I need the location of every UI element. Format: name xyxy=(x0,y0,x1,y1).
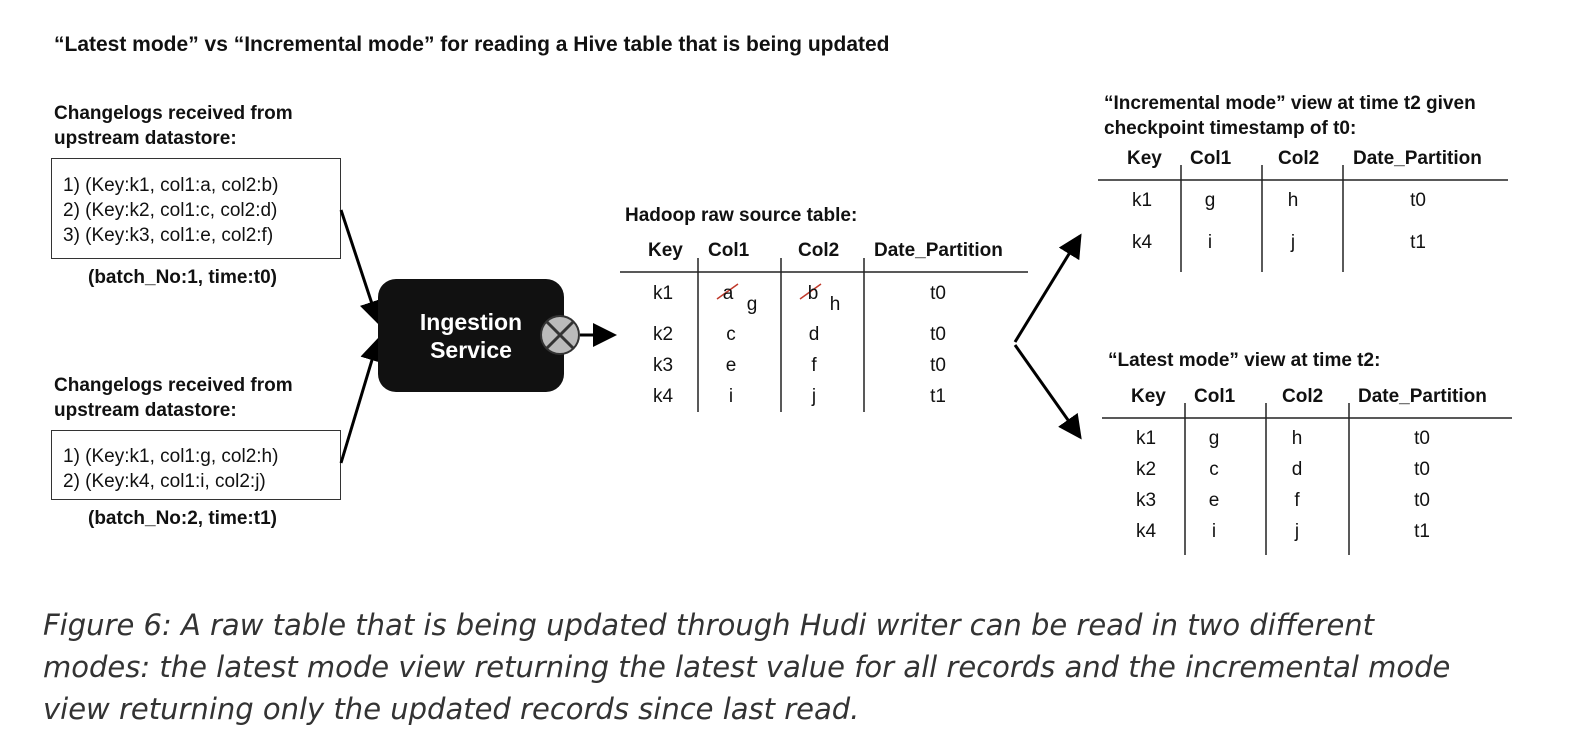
changelog2-batch: (batch_No:2, time:t1) xyxy=(88,508,277,529)
raw-cell-key: k3 xyxy=(652,355,674,376)
inc-header-col1: Col1 xyxy=(1190,148,1232,169)
latest-cell-col2: j xyxy=(1294,521,1300,542)
ingestion-service-box xyxy=(378,279,564,392)
incremental-title-line1: “Incremental mode” view at time t2 given xyxy=(1104,93,1476,114)
changelog1-heading: Changelogs received from upstream datast… xyxy=(54,101,293,151)
latest-cell-date: t0 xyxy=(1414,459,1430,480)
strike-col2-old xyxy=(799,283,822,300)
incremental-view-title: “Incremental mode” view at time t2 given… xyxy=(1104,91,1476,141)
diagram-title: “Latest mode” vs “Incremental mode” for … xyxy=(54,33,890,56)
raw-cell-col1-old: a xyxy=(722,283,734,304)
raw-cell-col2: f xyxy=(811,355,817,376)
latest-cell-date: t1 xyxy=(1414,521,1430,542)
raw-header-col1: Col1 xyxy=(708,240,750,261)
latest-cell-col1: i xyxy=(1211,521,1217,542)
latest-cell-key: k1 xyxy=(1135,428,1157,449)
incremental-title-line2: checkpoint timestamp of t0: xyxy=(1104,118,1357,139)
latest-header-key: Key xyxy=(1131,386,1166,407)
raw-cell-date: t1 xyxy=(930,386,946,407)
raw-cell-date: t0 xyxy=(930,283,946,304)
latest-cell-col2: f xyxy=(1294,490,1300,511)
raw-header-col2: Col2 xyxy=(798,240,840,261)
inc-cell-col1: i xyxy=(1207,232,1213,253)
arrow-raw-to-incremental xyxy=(1013,233,1082,343)
inc-cell-key: k1 xyxy=(1131,190,1153,211)
changelog1-batch: (batch_No:1, time:t0) xyxy=(88,267,277,288)
latest-header-date: Date_Partition xyxy=(1358,386,1487,407)
latest-cell-date: t0 xyxy=(1414,428,1430,449)
latest-cell-date: t0 xyxy=(1414,490,1430,511)
inc-cell-col2: j xyxy=(1290,232,1296,253)
latest-cell-key: k2 xyxy=(1135,459,1157,480)
arrow-batch2-to-service xyxy=(339,337,384,464)
arrow-raw-to-latest xyxy=(1013,344,1082,440)
caption-line1: Figure 6: A raw table that is being upda… xyxy=(43,608,1375,642)
inc-header-date: Date_Partition xyxy=(1353,148,1482,169)
changelog2-item: 2) (Key:k4, col1:i, col2:j) xyxy=(63,471,266,492)
raw-cell-key: k4 xyxy=(652,386,674,407)
ingestion-service-label: Ingestion Service xyxy=(398,308,544,364)
changelog1-heading-line2: upstream datastore: xyxy=(54,128,237,149)
raw-cell-key: k1 xyxy=(652,283,674,304)
ingestion-service-x-icon xyxy=(540,315,580,355)
inc-header-col2: Col2 xyxy=(1278,148,1320,169)
changelog1-box: 1) (Key:k1, col1:a, col2:b) 2) (Key:k2, … xyxy=(51,158,341,259)
latest-cell-col2: h xyxy=(1291,428,1303,449)
latest-header-col1: Col1 xyxy=(1194,386,1236,407)
latest-table-rules xyxy=(1102,403,1512,555)
raw-cell-col2: h xyxy=(829,294,841,315)
incremental-table-rules xyxy=(1098,165,1508,272)
caption-line3: view returning only the updated records … xyxy=(43,692,860,726)
changelog2-item: 1) (Key:k1, col1:g, col2:h) xyxy=(63,446,279,467)
strike-col1-old xyxy=(716,283,739,300)
inc-cell-col2: h xyxy=(1287,190,1299,211)
caption-line2: modes: the latest mode view returning th… xyxy=(43,650,1451,684)
raw-cell-date: t0 xyxy=(930,324,946,345)
raw-cell-col2-old: b xyxy=(807,283,819,304)
changelog1-heading-line1: Changelogs received from xyxy=(54,103,293,124)
raw-table-rules xyxy=(620,258,1028,412)
latest-cell-key: k3 xyxy=(1135,490,1157,511)
changelog1-item: 2) (Key:k2, col1:c, col2:d) xyxy=(63,200,278,221)
latest-cell-col1: e xyxy=(1208,490,1220,511)
service-label-line1: Ingestion xyxy=(419,309,523,335)
raw-table-title: Hadoop raw source table: xyxy=(625,205,858,226)
raw-cell-col1: i xyxy=(728,386,734,407)
latest-header-col2: Col2 xyxy=(1282,386,1324,407)
figure-caption: Figure 6: A raw table that is being upda… xyxy=(43,604,1450,730)
changelog1-item: 3) (Key:k3, col1:e, col2:f) xyxy=(63,225,274,246)
raw-cell-col2: d xyxy=(808,324,820,345)
inc-cell-date: t0 xyxy=(1410,190,1426,211)
changelog2-heading-line2: upstream datastore: xyxy=(54,400,237,421)
latest-cell-col1: g xyxy=(1208,428,1220,449)
raw-header-key: Key xyxy=(648,240,683,261)
inc-cell-date: t1 xyxy=(1410,232,1426,253)
raw-cell-col1: c xyxy=(726,324,736,345)
inc-header-key: Key xyxy=(1127,148,1162,169)
changelog2-heading-line1: Changelogs received from xyxy=(54,375,293,396)
changelog1-item: 1) (Key:k1, col1:a, col2:b) xyxy=(63,175,279,196)
raw-cell-col1: e xyxy=(725,355,737,376)
raw-header-date: Date_Partition xyxy=(874,240,1003,261)
changelog2-heading: Changelogs received from upstream datast… xyxy=(54,373,293,423)
latest-cell-col1: c xyxy=(1209,459,1219,480)
raw-cell-key: k2 xyxy=(652,324,674,345)
latest-cell-col2: d xyxy=(1291,459,1303,480)
raw-cell-date: t0 xyxy=(930,355,946,376)
raw-cell-col2: j xyxy=(811,386,817,407)
latest-cell-key: k4 xyxy=(1135,521,1157,542)
changelog2-box: 1) (Key:k1, col1:g, col2:h) 2) (Key:k4, … xyxy=(51,430,341,500)
inc-cell-key: k4 xyxy=(1131,232,1153,253)
latest-view-title: “Latest mode” view at time t2: xyxy=(1108,350,1381,371)
inc-cell-col1: g xyxy=(1204,190,1216,211)
arrow-batch1-to-service xyxy=(339,209,383,325)
raw-cell-col1: g xyxy=(746,294,758,315)
service-label-line2: Service xyxy=(430,337,512,363)
